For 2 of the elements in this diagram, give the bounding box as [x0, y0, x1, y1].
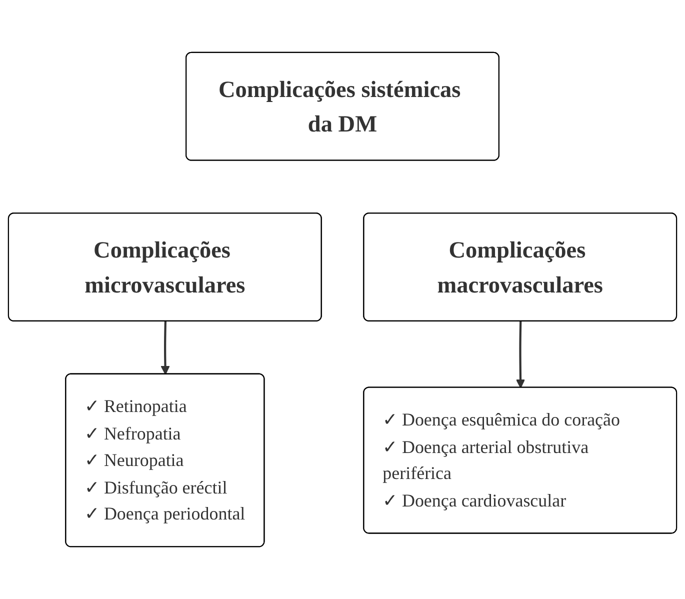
arrow: [516, 321, 526, 388]
arrow: [160, 321, 170, 375]
